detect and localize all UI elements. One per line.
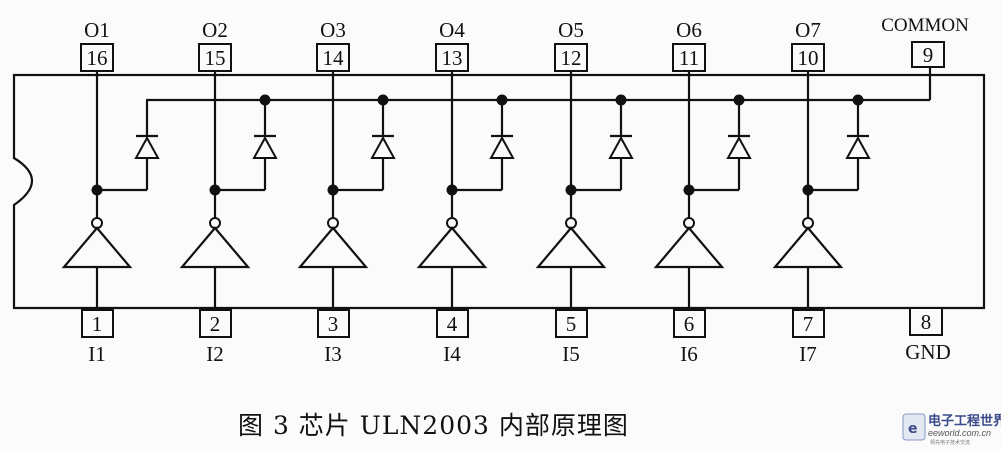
darlington-driver: [772, 226, 844, 269]
bus-junction-dot: [852, 94, 864, 106]
pin-box-input: [792, 309, 825, 338]
channel-3: 14 O3 3I3: [297, 18, 396, 366]
darlington-driver: [179, 226, 251, 269]
pin-label-output: O5: [558, 18, 584, 42]
eeworld-logo: e 电子工程世界 eeworld.com.cn 领先电子技术交流: [902, 413, 1001, 446]
pin-label-output: O6: [676, 18, 702, 42]
logo-title: 电子工程世界: [928, 413, 1001, 429]
pin-label-input: I3: [324, 342, 342, 366]
pin-box-input: [317, 309, 350, 338]
pin-label-output: O3: [320, 18, 346, 42]
pin-number-output: 11: [679, 46, 699, 70]
svg-text:e: e: [908, 421, 918, 437]
flyback-diode: [489, 135, 515, 159]
flyback-diode: [370, 135, 396, 159]
flyback-diode: [608, 135, 634, 159]
pin-label-output: O1: [84, 18, 110, 42]
pin-number-input: 7: [803, 312, 814, 336]
darlington-driver: [297, 226, 369, 269]
pin-box-input: [81, 309, 114, 338]
bus-junction-dot: [733, 94, 745, 106]
pin-box-input: [555, 309, 588, 338]
flyback-diode: [134, 135, 160, 159]
pin-number-output: 13: [442, 46, 463, 70]
flyback-diode: [252, 135, 278, 159]
pin-box-gnd: [909, 307, 943, 336]
darlington-driver: [416, 226, 488, 269]
figure-caption: 图 3 芯片 ULN2003 内部原理图: [238, 411, 629, 440]
flyback-diode: [726, 135, 752, 159]
bus-junction-dot: [377, 94, 389, 106]
pin-number-output: 14: [323, 46, 345, 70]
pin-box-output: [435, 43, 469, 72]
logo-url: eeworld.com.cn: [928, 428, 991, 438]
channel-2: 15 O2 2I2: [179, 18, 278, 366]
pin-label-input: I6: [680, 342, 698, 366]
pin-box-input: [673, 309, 706, 338]
pin-number-input: 6: [684, 312, 695, 336]
channel-7: 10 O7 7I7: [772, 18, 871, 366]
pin-box-input: [199, 309, 232, 338]
pin-number-input: 4: [447, 312, 458, 336]
chip-body: [12, 73, 986, 310]
driver-channels: 16 O1 1I1 15 O2 2I2 14 O3 3I3 13 O4 4I4 12 O5 5I5 11 O6 6…: [61, 18, 871, 366]
channel-6: 11 O6 6I6: [653, 18, 752, 366]
pin-number-input: 1: [92, 312, 103, 336]
pin-number-common: 9: [923, 43, 934, 67]
channel-4: 13 O4 4I4: [416, 18, 515, 366]
pin-label-input: I7: [799, 342, 817, 366]
pin-label-output: O7: [795, 18, 821, 42]
pin-number-input: 5: [566, 312, 577, 336]
logo-tagline: 领先电子技术交流: [930, 439, 970, 446]
flyback-diode: [845, 135, 871, 159]
pin-number-output: 15: [205, 46, 226, 70]
pin-label-output: O4: [439, 18, 465, 42]
bus-junction-dot: [496, 94, 508, 106]
pin-label-common: COMMON: [881, 15, 969, 36]
darlington-driver: [61, 226, 133, 269]
pin-label-input: I5: [562, 342, 580, 366]
pin-box-common: [911, 41, 945, 68]
pin-label-input: I2: [206, 342, 224, 366]
pin-label-gnd: GND: [905, 340, 951, 364]
pin-number-gnd: 8: [921, 310, 932, 334]
bus-junction-dot: [259, 94, 271, 106]
pin-number-output: 12: [561, 46, 582, 70]
pin-label-output: O2: [202, 18, 228, 42]
channel-1: 16 O1 1I1: [61, 18, 160, 366]
pin-box-input: [436, 309, 469, 338]
pin-box-output: [672, 43, 706, 72]
channel-5: 12 O5 5I5: [535, 18, 634, 366]
pin-number-output: 10: [798, 46, 819, 70]
bus-junction-dot: [615, 94, 627, 106]
pin-number-input: 3: [328, 312, 339, 336]
darlington-driver: [653, 226, 725, 269]
pin-label-input: I4: [443, 342, 461, 366]
pin-label-input: I1: [88, 342, 106, 366]
darlington-driver: [535, 226, 607, 269]
pin-number-output: 16: [87, 46, 108, 70]
pin-number-input: 2: [210, 312, 221, 336]
